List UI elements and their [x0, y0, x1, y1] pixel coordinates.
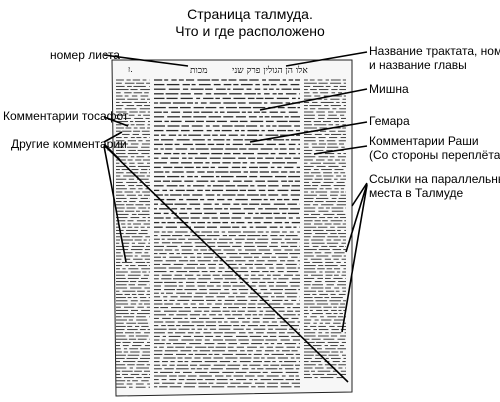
pointer-refs-1 — [351, 182, 368, 207]
label-gemara: Гемара — [369, 114, 410, 128]
pointer-mishna — [259, 88, 368, 111]
diagram-title: Страница талмуда. Что и где расположено — [150, 6, 350, 40]
diagram-title-line1: Страница талмуда. — [187, 6, 313, 22]
page-header-daf: מכות — [190, 66, 208, 76]
label-rashi-line1: Комментарии Раши — [369, 134, 479, 148]
pointer-page-number — [103, 54, 189, 67]
pointer-other-3 — [103, 145, 127, 263]
label-tractate: Название трактата, номер и название глав… — [369, 44, 500, 72]
pointer-lines — [103, 51, 368, 383]
pointer-tractate — [285, 51, 368, 67]
label-other-commentaries: Другие комментарии — [11, 137, 127, 151]
pointer-other-4 — [103, 144, 349, 383]
diagram-title-line2: Что и где расположено — [175, 23, 325, 39]
pointer-other-1 — [103, 131, 123, 143]
label-page-number: номер листа — [50, 48, 120, 62]
page-header-heading: אלו הן הגולין פרק שני — [232, 65, 308, 76]
page-header: ז. מכות אלו הן הגולין פרק שני — [128, 65, 308, 76]
pointer-rashi — [313, 145, 368, 155]
pointer-refs-2 — [345, 183, 368, 253]
label-refs-line1: Ссылки на параллельные — [369, 172, 500, 186]
pointer-refs-3 — [341, 184, 368, 333]
label-tractate-line1: Название трактата, номер — [369, 44, 500, 58]
talmud-text-block — [116, 79, 346, 388]
label-rashi-line2: (Со стороны переплёта) — [369, 148, 500, 162]
label-tractate-line2: и название главы — [369, 58, 467, 72]
pointer-gemara — [249, 121, 368, 143]
label-mishna: Мишна — [369, 82, 409, 96]
label-refs-line2: места в Талмуде — [369, 186, 464, 200]
page-header-leaf: ז. — [128, 65, 133, 74]
label-rashi: Комментарии Раши (Со стороны переплёта) — [369, 134, 500, 162]
label-tosafot: Комментарии тосафот — [3, 109, 129, 123]
pointer-tosafot — [103, 116, 129, 127]
label-parallel-refs: Ссылки на параллельные места в Талмуде — [369, 172, 500, 200]
